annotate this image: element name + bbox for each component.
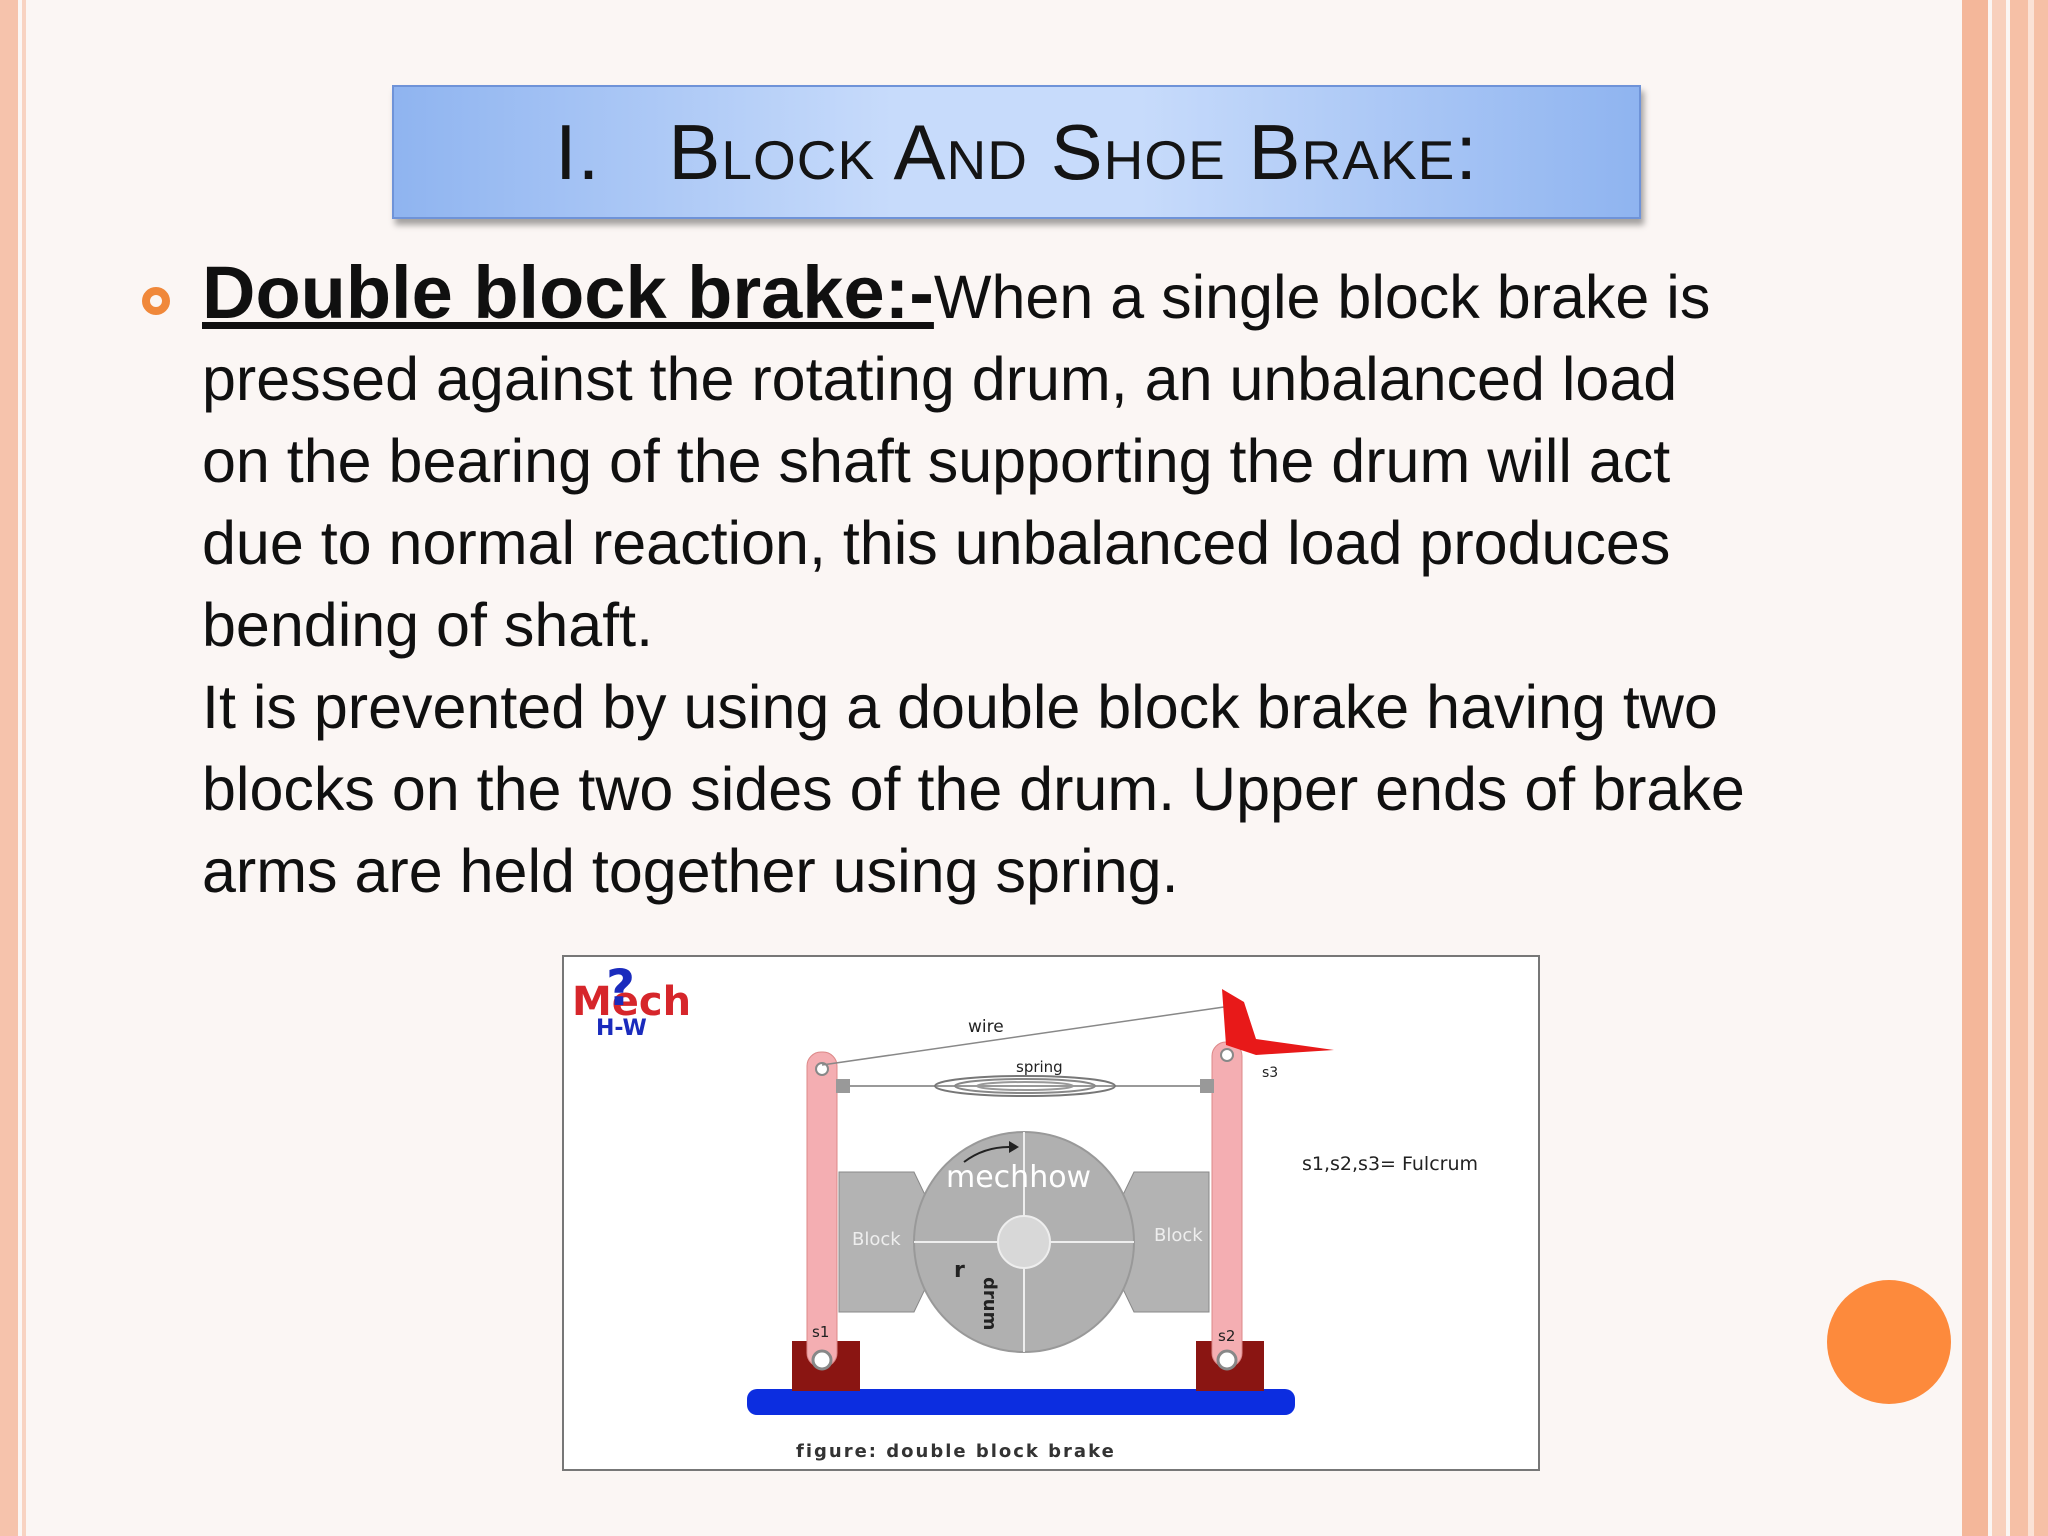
slide-title-box: I. Block and shoe brake: <box>392 85 1641 219</box>
brake-figure: Mech H-W ? mechhow Block Block r drum <box>562 955 1540 1471</box>
right-decor-stripe <box>1962 0 1988 1536</box>
rotation-arrow-icon <box>963 1146 1010 1163</box>
spring-left-mount <box>836 1079 850 1093</box>
drum-label: drum <box>979 1277 1000 1330</box>
bullet-paragraph: Double block brake:-When a single block … <box>202 252 1952 912</box>
s1-label: s1 <box>812 1323 829 1341</box>
fulcrum-legend: s1,s2,s3= Fulcrum <box>1302 1153 1478 1175</box>
title-text: Block and shoe brake: <box>668 107 1478 196</box>
right-arm <box>1211 1041 1243 1368</box>
body-line: arms are held together using spring. <box>202 837 1179 905</box>
spring-label: spring <box>1016 1058 1063 1076</box>
drum-hub <box>997 1215 1051 1269</box>
left-decor-stripe <box>0 0 18 1536</box>
spring-right-mount <box>1200 1079 1214 1093</box>
spring-coil-core <box>976 1081 1074 1091</box>
body-line: blocks on the two sides of the drum. Upp… <box>202 755 1745 823</box>
wire-label: wire <box>968 1017 1004 1037</box>
rotation-arrowhead-icon <box>1009 1141 1019 1153</box>
right-block-label: Block <box>1154 1225 1203 1246</box>
bullet-first-line: Double block brake:-When a single block … <box>202 252 1952 338</box>
title-numeral: I. <box>554 107 601 196</box>
logo-mech-text: Mech <box>572 979 691 1025</box>
logo-hw-text: H-W <box>596 1016 647 1041</box>
body-line: bending of shaft. <box>202 591 654 659</box>
left-arm <box>806 1051 838 1368</box>
left-block-label: Block <box>852 1229 901 1250</box>
radius-label: r <box>954 1258 965 1283</box>
body-line: on the bearing of the shaft supporting t… <box>202 427 1671 495</box>
logo-question-icon: ? <box>606 959 635 1017</box>
right-decor-stripe-2 <box>1992 0 2006 1536</box>
s3-label: s3 <box>1262 1065 1278 1081</box>
figure-caption: figure: double block brake <box>796 1441 1116 1462</box>
right-decor-stripe-4 <box>2028 0 2034 1536</box>
left-decor-stripe-thin <box>22 0 26 1536</box>
bullet-lead: Double block brake:- <box>202 251 934 334</box>
brake-diagram: Mech H-W ? mechhow Block Block r drum <box>572 959 1478 1462</box>
slide-title: I. Block and shoe brake: <box>555 107 1478 198</box>
s2-label: s2 <box>1218 1327 1235 1345</box>
spring-coil <box>934 1075 1116 1097</box>
fulcrum-s3-pin <box>1220 1048 1234 1062</box>
body-line: When a single block brake is <box>933 263 1711 331</box>
body-line: It is prevented by using a double block … <box>202 673 1718 741</box>
bullet-ring-icon <box>142 287 170 315</box>
wire <box>821 1006 1225 1066</box>
fulcrum-s1-pin <box>811 1349 833 1371</box>
fulcrum-s2-pin <box>1216 1349 1238 1371</box>
left-arm-top-pin <box>815 1062 829 1076</box>
orange-circle-decoration <box>1827 1280 1951 1404</box>
drum-watermark: mechhow <box>946 1160 1091 1195</box>
body-line: due to normal reaction, this unbalanced … <box>202 509 1671 577</box>
base-plate <box>747 1389 1295 1415</box>
lever-flag <box>1222 989 1334 1055</box>
spring-coil-inner <box>954 1078 1096 1094</box>
body-line: pressed against the rotating drum, an un… <box>202 345 1678 413</box>
